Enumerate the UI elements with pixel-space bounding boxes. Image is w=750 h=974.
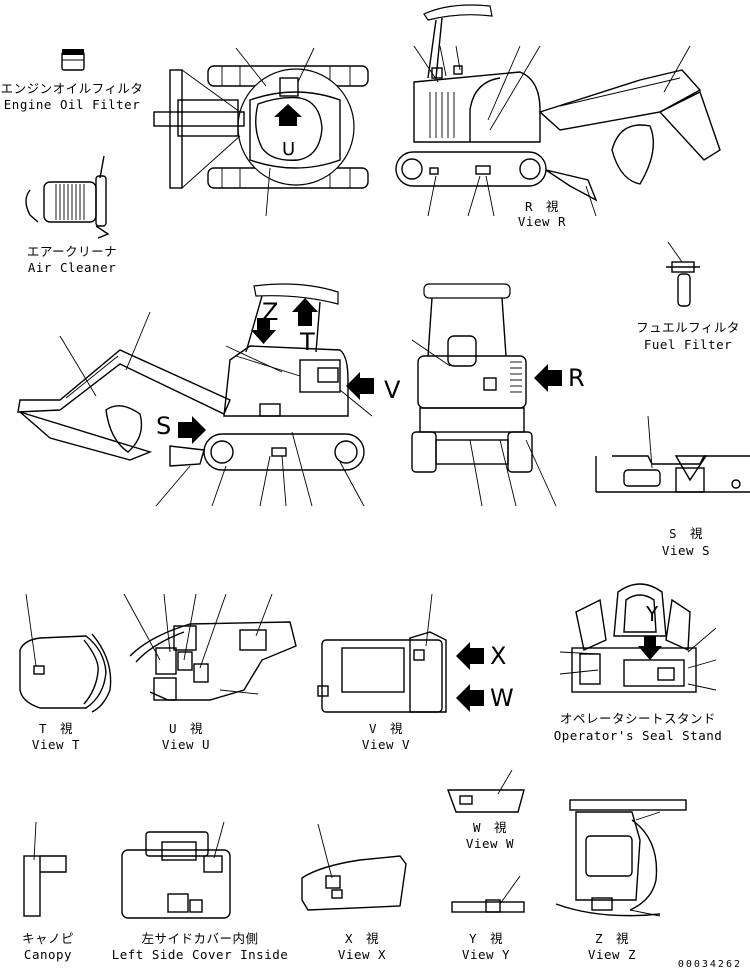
view-x-detail — [301, 823, 407, 911]
view-t-label-en: View T — [31, 737, 81, 752]
air-cleaner-figure — [25, 155, 110, 239]
air-cleaner-label-jp: エアークリーナ — [26, 244, 118, 259]
view-r-label-en: View R — [517, 214, 567, 229]
seat-stand-label-en: Operator's Seal Stand — [553, 728, 723, 743]
view-r-label-jp: R 視 — [524, 199, 560, 214]
view-letter-w: W — [490, 684, 514, 712]
canopy-detail — [23, 821, 67, 917]
right-side-view-excavator — [395, 4, 721, 217]
view-x-label-jp: X 視 — [344, 931, 380, 946]
operator-seat-stand-detail — [559, 583, 717, 693]
rear-view-excavator — [411, 283, 562, 507]
view-u-label-jp: U 視 — [168, 721, 204, 736]
view-t-detail — [19, 593, 112, 713]
engine-oil-filter-label-en: Engine Oil Filter — [3, 97, 141, 112]
fuel-filter-figure — [666, 241, 700, 307]
view-u-detail — [123, 593, 297, 701]
canopy-label-jp: キャノピ — [21, 931, 75, 946]
view-letter-r: R — [568, 364, 585, 392]
view-letter-y: Y — [646, 602, 659, 626]
engine-oil-filter-label-jp: エンジンオイルフィルタ — [0, 81, 144, 96]
view-letter-t: T — [300, 328, 315, 356]
view-y-detail — [451, 875, 525, 913]
view-letter-s: S — [156, 412, 172, 440]
view-y-label-en: View Y — [461, 947, 511, 962]
canopy-label-en: Canopy — [23, 947, 73, 962]
view-letter-x: X — [490, 642, 507, 670]
view-s-detail — [595, 415, 750, 493]
seat-stand-label-jp: オペレータシートスタンド — [559, 711, 717, 726]
view-z-detail — [555, 799, 687, 917]
left-side-view-excavator — [17, 283, 374, 507]
view-y-label-jp: Y 視 — [468, 931, 504, 946]
view-v-detail — [317, 593, 484, 713]
view-u-label-en: View U — [161, 737, 211, 752]
view-w-label-en: View W — [465, 836, 515, 851]
view-w-label-jp: W 視 — [472, 820, 508, 835]
left-cover-label-en: Left Side Cover Inside — [111, 947, 289, 962]
top-view-excavator — [153, 47, 369, 217]
left-side-cover-inside-detail — [121, 821, 231, 919]
document-number: 00034262 — [677, 959, 742, 970]
view-z-label-en: View Z — [587, 947, 637, 962]
engine-oil-filter-figure — [61, 49, 85, 71]
view-letter-u: U — [282, 139, 296, 160]
fuel-filter-label-en: Fuel Filter — [643, 337, 733, 352]
view-s-label-jp: S 視 — [668, 526, 704, 541]
left-cover-label-jp: 左サイドカバー内側 — [141, 931, 259, 946]
fuel-filter-label-jp: フュエルフィルタ — [636, 320, 740, 335]
view-v-label-en: View V — [361, 737, 411, 752]
view-x-label-en: View X — [337, 947, 387, 962]
view-w-detail — [447, 769, 525, 813]
view-letter-v: V — [384, 376, 401, 404]
view-t-label-jp: T 視 — [38, 721, 74, 736]
view-v-label-jp: V 視 — [368, 721, 404, 736]
view-z-label-jp: Z 視 — [594, 931, 630, 946]
view-s-label-en: View S — [661, 543, 711, 558]
air-cleaner-label-en: Air Cleaner — [27, 260, 117, 275]
view-letter-z: Z — [262, 298, 279, 326]
